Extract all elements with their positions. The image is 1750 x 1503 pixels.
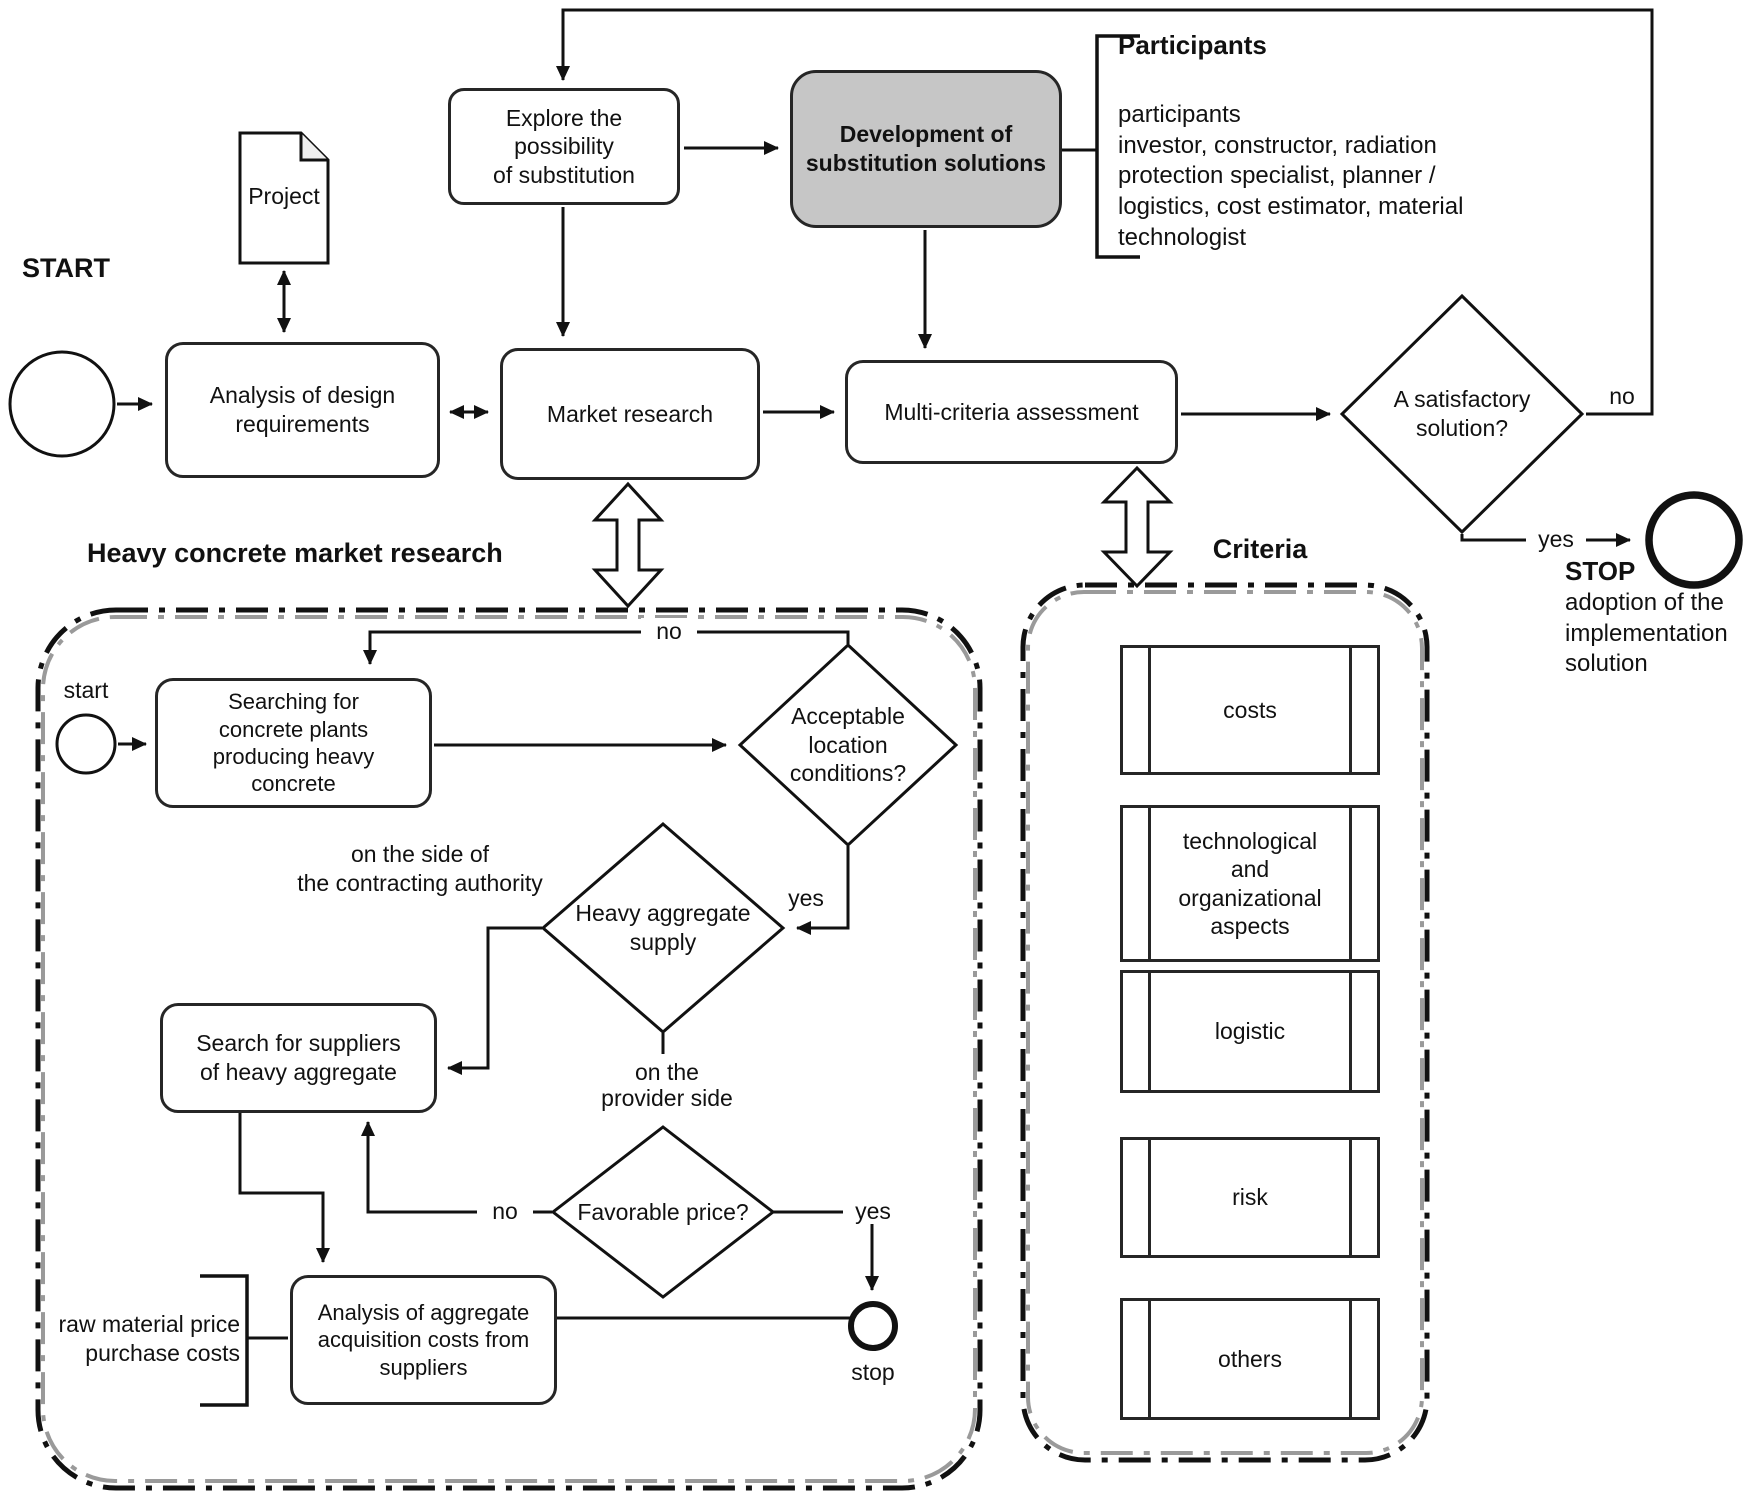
assessment-criteria-link-arrow-icon — [1100, 465, 1174, 589]
participants-title: Participants — [1118, 30, 1267, 60]
analysis-aggregate-costs-box: Analysis of aggregate acquisition costs … — [290, 1275, 557, 1405]
subprocess-stop-label: stop — [851, 1359, 895, 1385]
market-subprocess-link-arrow-icon — [591, 481, 665, 609]
market-research-box: Market research — [500, 348, 760, 480]
connector-acceptable-no-loop — [363, 630, 850, 665]
edge-label-no-favorable: no — [477, 1198, 533, 1225]
favorable-price-decision — [550, 1125, 776, 1299]
stop-title: STOP — [1565, 556, 1636, 586]
searching-plants-box: Searching for concrete plants producing … — [155, 678, 432, 808]
analysis-design-box: Analysis of design requirements — [165, 342, 440, 478]
search-suppliers-box: Search for suppliers of heavy aggregate — [160, 1003, 437, 1113]
stop-event-circle — [1645, 491, 1743, 589]
criteria-container — [1020, 582, 1430, 1463]
subprocess-stop-event-circle — [848, 1301, 898, 1351]
criteria-item-logistic: logistic — [1120, 970, 1380, 1093]
start-title: START — [22, 253, 110, 283]
explore-substitution-box: Explore the possibility of substitution — [448, 88, 680, 205]
participants-body: participants investor, constructor, radi… — [1118, 101, 1464, 251]
criteria-item-others: others — [1120, 1298, 1380, 1420]
side-authority-label: on the side of the contracting authority — [297, 841, 543, 897]
subprocess-title: Heavy concrete market research — [87, 538, 503, 568]
document-icon — [238, 131, 330, 265]
edge-label-no-main: no — [1594, 383, 1650, 410]
subprocess-container-shadow — [41, 615, 977, 1483]
criteria-item-technological: technological and organizational aspects — [1120, 805, 1380, 962]
connector-acceptable-yes-supply — [796, 846, 850, 935]
start-event-circle — [8, 350, 116, 458]
raw-material-label: raw material price purchase costs — [58, 1311, 241, 1367]
connector-no-loop-main — [556, 8, 1654, 416]
subprocess-start-label: start — [63, 677, 109, 703]
criteria-item-costs: costs — [1120, 645, 1380, 775]
participants-bracket-icon — [1095, 34, 1140, 259]
acceptable-location-decision — [737, 642, 959, 848]
connector-supply-suppliers — [447, 926, 542, 1075]
document-fold-icon — [299, 133, 328, 162]
stop-description: adoption of the implementation solution — [1565, 589, 1728, 678]
satisfactory-solution-decision — [1339, 293, 1585, 535]
development-substitution-box: Development of substitution solutions — [790, 70, 1062, 228]
criteria-title: Criteria — [1212, 534, 1308, 564]
edge-label-no-acceptable: no — [641, 618, 697, 645]
multi-criteria-assessment-box: Multi-criteria assessment — [845, 360, 1178, 464]
heavy-aggregate-supply-decision — [540, 822, 786, 1034]
raw-material-bracket-icon — [200, 1274, 249, 1407]
edge-label-yes-main: yes — [1526, 526, 1586, 553]
project-document-label: Project — [248, 183, 320, 209]
connector-suppliers-analysis — [238, 1113, 330, 1263]
subprocess-container — [35, 607, 983, 1491]
criteria-container-shadow — [1026, 590, 1424, 1455]
edge-label-yes-acceptable: yes — [788, 885, 824, 911]
subprocess-start-event-circle — [55, 713, 117, 775]
edge-label-yes-favorable: yes — [843, 1198, 903, 1225]
criteria-item-risk: risk — [1120, 1137, 1380, 1258]
side-provider-label: on the provider side — [583, 1054, 751, 1116]
